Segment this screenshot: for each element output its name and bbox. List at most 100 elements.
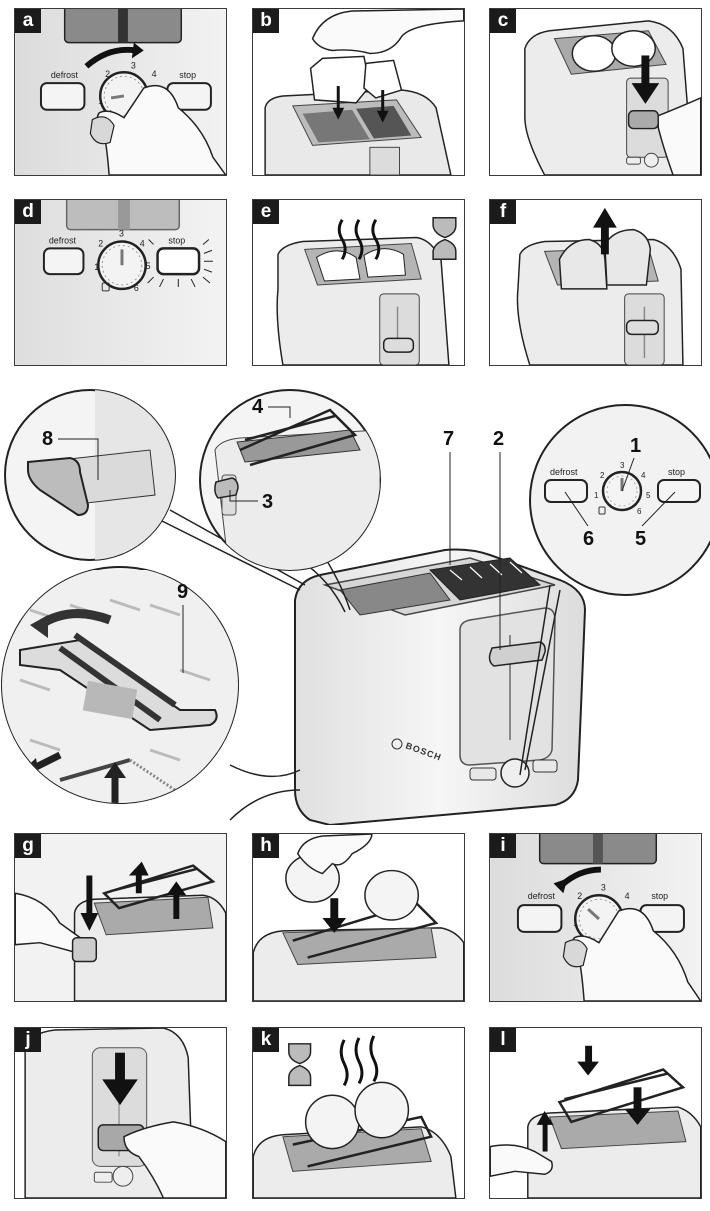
defrost-label: defrost [528, 891, 556, 901]
svg-text:4: 4 [641, 471, 646, 480]
step-panel-k: k [252, 1027, 465, 1199]
down-arrow-icon [633, 1087, 642, 1112]
hand-icon [296, 834, 373, 875]
svg-text:2: 2 [98, 238, 103, 248]
step-tag: c [490, 9, 516, 33]
defrost-button [42, 247, 85, 276]
up-arrow-icon [600, 224, 609, 255]
lever [488, 641, 546, 667]
svg-text:5: 5 [646, 491, 651, 500]
step-tag: i [490, 834, 516, 858]
step-panel-j: j [14, 1027, 227, 1199]
toasting-illustration [253, 200, 464, 365]
press-lever-illustration [490, 9, 701, 175]
defrost-label: defrost [51, 70, 79, 80]
callout-9: 9 [177, 581, 188, 603]
stop-label: stop [168, 235, 185, 245]
svg-text:1: 1 [573, 918, 578, 928]
stop-label: stop [179, 70, 196, 80]
bun-warmer-rack [557, 1068, 686, 1124]
down-arrow-icon [641, 55, 650, 86]
defrost-symbol-icon [598, 506, 606, 515]
bread-roll [354, 1081, 410, 1139]
svg-text:2: 2 [600, 471, 605, 480]
fold-rack-illustration [490, 1028, 701, 1198]
hand-icon [96, 84, 226, 175]
stop-button-lit [156, 247, 201, 276]
defrost-button [544, 479, 588, 503]
bread-roll [304, 1094, 360, 1150]
turn-dial-back-illustration: defrost stop 1 2 3 4 [490, 834, 701, 1001]
svg-text:2: 2 [577, 891, 582, 901]
brand-logo-icon [391, 738, 403, 750]
step-panel-h: h [252, 833, 465, 1002]
cord-winder [19, 638, 218, 732]
bread-slice [363, 59, 403, 99]
browning-dial [97, 240, 147, 291]
svg-text:4: 4 [140, 238, 145, 248]
hand-icon [311, 9, 464, 55]
svg-text:3: 3 [119, 229, 124, 239]
up-arrow-icon [135, 873, 142, 894]
step-tag: a [15, 9, 41, 33]
step-tag: d [15, 200, 41, 224]
bread-slice [558, 238, 608, 290]
lever [625, 319, 659, 336]
down-arrow-icon [115, 1052, 125, 1083]
defrost-symbol-icon [101, 282, 110, 292]
bun-warmer-lever [214, 477, 239, 499]
toasting-slot [428, 557, 542, 601]
svg-text:6: 6 [637, 507, 642, 516]
defrost-label: defrost [49, 235, 77, 245]
crumb-tray [27, 456, 90, 517]
step-tag: f [490, 200, 516, 224]
down-arrow-icon [585, 1045, 593, 1064]
detail-control-panel: defrost stop 1 2 3 4 5 6 1 6 5 [529, 404, 710, 596]
svg-text:1: 1 [98, 96, 103, 106]
detail-cord-storage: 9 [1, 566, 239, 804]
step-tag: l [490, 1028, 516, 1052]
toasting-slot [339, 572, 451, 616]
stop-lit-illustration: defrost stop 1 2 3 4 5 6 [15, 200, 226, 365]
toaster-overview-diagram: BOSCH 8 4 3 [1, 389, 710, 825]
detail-crumb-tray: 8 [4, 389, 176, 561]
down-arrow-icon [330, 898, 339, 922]
raise-rack-illustration [15, 834, 226, 1001]
defrost-button [516, 904, 563, 933]
place-rolls-illustration [253, 834, 464, 1001]
svg-text:3: 3 [620, 461, 625, 470]
stop-label: stop [651, 891, 668, 901]
svg-text:4: 4 [152, 69, 157, 79]
power-cord [59, 758, 131, 782]
stop-button [657, 479, 701, 503]
control-panel-illustration: defrost stop 1 2 3 4 [15, 9, 226, 175]
stop-button [532, 759, 558, 773]
toast-popup-illustration [490, 200, 701, 365]
step-panel-b: b [252, 8, 465, 176]
step-tag: j [15, 1028, 41, 1052]
bread-slice [309, 55, 371, 104]
browning-dial [500, 758, 530, 788]
step-panel-a: a defrost stop 1 2 3 4 [14, 8, 227, 176]
bun-warmer-rack [292, 901, 439, 959]
step-tag: b [253, 9, 279, 33]
rotate-arrow-icon [84, 46, 137, 69]
bread-slice [571, 34, 617, 72]
step-panel-l: l [489, 1027, 702, 1199]
defrost-label: defrost [550, 467, 578, 477]
stop-label: stop [668, 467, 685, 477]
heat-waves-icon [337, 218, 381, 261]
svg-text:6: 6 [134, 283, 139, 293]
warming-rolls-illustration [253, 1028, 464, 1198]
callout-7: 7 [443, 428, 454, 450]
step-tag: h [253, 834, 279, 858]
callout-5: 5 [635, 528, 646, 550]
step-panel-c: c [489, 8, 702, 176]
step-panel-i: i defrost stop 1 2 3 4 [489, 833, 702, 1002]
callout-4: 4 [252, 396, 264, 418]
step-panel-e: e [252, 199, 465, 366]
defrost-button [39, 82, 86, 111]
step-tag: g [15, 834, 41, 858]
hourglass-icon [288, 1043, 312, 1087]
callout-6: 6 [583, 528, 594, 550]
